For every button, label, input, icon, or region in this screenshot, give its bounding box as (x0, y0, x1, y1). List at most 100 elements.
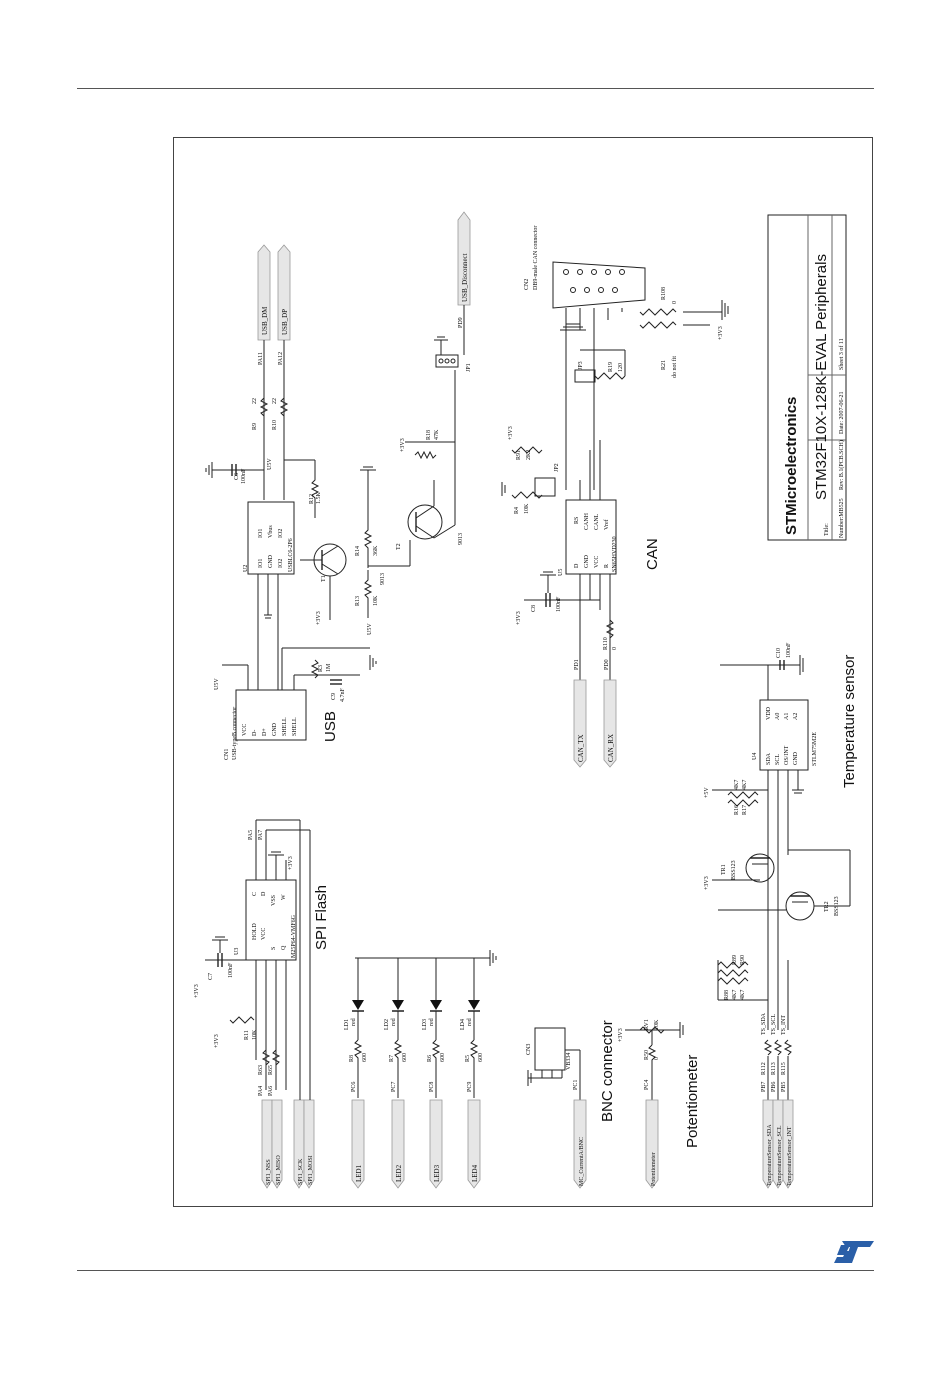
pin-name: SHELL (292, 717, 298, 736)
ref-label: R50 (644, 1050, 650, 1060)
can-section: CN2 DB9-male CAN connector R108 0 R21 do… (501, 226, 729, 768)
resistor-r13 (363, 570, 373, 618)
net-label: TemperatureSensor_INT (787, 1126, 793, 1186)
value-label: 10K (524, 503, 530, 514)
value-label: 10K (373, 595, 379, 606)
part-label: USBLC6-2P6 (288, 538, 294, 572)
net-flag-can-rx (603, 679, 617, 768)
ref-label: CN2 (524, 279, 530, 290)
ref-label: R19 (608, 362, 614, 372)
net-label: TemperatureSensor_SDA (767, 1124, 773, 1186)
value-label: 0 (612, 647, 618, 650)
value-label: 0 (654, 1057, 660, 1060)
ref-label: R14 (355, 546, 361, 556)
led-net-label: LED4 (471, 1164, 479, 1182)
resistor-r21 (639, 321, 677, 329)
pin-name: GND (272, 722, 278, 736)
rail-label: +3V3 (718, 326, 724, 340)
resistor-r14 (363, 520, 373, 568)
value-label: 0 (672, 301, 678, 304)
footer-rule (77, 1270, 874, 1271)
value-label: 2K2 (526, 450, 532, 460)
led-pin-label: PC7 (391, 1082, 397, 1092)
net-flag-led (429, 1099, 443, 1189)
rail-label: +3V3 (618, 1028, 624, 1042)
resistor-r16 (727, 791, 759, 799)
pin-label: PB7 (761, 1082, 767, 1092)
led-3-icon (430, 1000, 442, 1010)
ref-label: RV1 (644, 1019, 650, 1030)
pin-name: W (281, 894, 287, 900)
pin-name: VSS (271, 895, 277, 906)
net-flag-ts-sda (762, 1099, 774, 1189)
pin-name: SCL (775, 754, 781, 765)
ref-label: CN1 (224, 749, 230, 760)
led-resistor-ref: R5 (465, 1055, 471, 1062)
led-color-label: red (391, 1018, 397, 1026)
value-label: 1M (326, 663, 332, 672)
ref-label: R90 (740, 955, 746, 965)
part-label: USB-typeB connector (232, 707, 238, 760)
value-label: 47K (434, 429, 440, 440)
pin-name: Vbus (268, 525, 274, 538)
led-resistor-value: 600 (402, 1053, 408, 1062)
pin-label: PA5 (248, 830, 254, 840)
pin-name: SDA (766, 752, 772, 765)
value-label: 22 (252, 398, 258, 404)
led-pin-label: PC9 (467, 1082, 473, 1092)
ref-label: T2 (396, 543, 402, 550)
ref-label: JP2 (554, 463, 560, 472)
ref-label: R9 (252, 423, 258, 430)
schematic-frame (173, 137, 873, 1207)
ref-label: R110 (603, 637, 609, 650)
ref-label: R11 (244, 1030, 250, 1040)
ref-label: C10 (776, 648, 782, 658)
part-label: STLM75M2E (812, 732, 818, 766)
led-ref-label: LD3 (422, 1019, 428, 1030)
ref-label: R3 (318, 665, 324, 672)
net-label: USB_DP (281, 309, 289, 335)
led-pin-label: PC6 (351, 1082, 357, 1092)
pin-name: IO1 (258, 559, 264, 568)
net-flag-spi-mosi (303, 1099, 315, 1189)
led-resistor (353, 1039, 363, 1098)
pin-label: PA4 (258, 1086, 264, 1096)
pin-label: PC4 (644, 1080, 650, 1090)
led-color-label: red (429, 1018, 435, 1026)
led-ref-label: LD2 (384, 1019, 390, 1030)
pin-name: A2 (793, 713, 799, 720)
led-net-label: LED2 (395, 1164, 403, 1182)
ref-label: R10 (272, 420, 278, 430)
ref-label: C8 (531, 605, 537, 612)
pin-name: VCC (594, 556, 600, 568)
mosfet-tr1 (745, 853, 775, 883)
net-flag-led (467, 1099, 481, 1189)
ref-label: R89 (732, 955, 738, 965)
value-label: do not fit (671, 356, 678, 378)
resistor-r112 (763, 1039, 773, 1056)
ref-label: R63 (258, 1065, 264, 1075)
pin-name: IO1 (258, 529, 264, 538)
resistor-r19 (594, 372, 626, 380)
pin-name: OS/INT (784, 745, 790, 765)
title-block: STMicroelectronics Title: STM32F10X-128K… (767, 214, 847, 541)
net-label: USB_Disconnect (461, 253, 469, 302)
section-title-usb: USB (322, 711, 339, 742)
doc-revision: Rev: B.1(PCB.SCH) (838, 440, 845, 490)
pin-label: PA12 (278, 352, 284, 365)
rail-label: +3V3 (516, 611, 522, 625)
net-label: USB_DM (261, 306, 269, 335)
value-label: 100nF (556, 596, 562, 612)
value-label: 1.5K (316, 492, 322, 505)
value-label: 100nF (786, 642, 792, 658)
led-4-icon (468, 1000, 480, 1010)
rail-label: +3V3 (288, 856, 294, 870)
part-label: SN65HVD230 (612, 536, 618, 572)
value-label: 100nF (241, 468, 247, 484)
section-title-potentiometer: Potentiometer (684, 1055, 701, 1148)
part-label: DB9-male CAN connector (533, 226, 539, 290)
doc-number: Number:MB525 (839, 498, 845, 538)
rail-label: U5V (367, 623, 373, 635)
pin-label: PB5 (781, 1082, 787, 1092)
net-flag-spi-sck (293, 1099, 305, 1189)
